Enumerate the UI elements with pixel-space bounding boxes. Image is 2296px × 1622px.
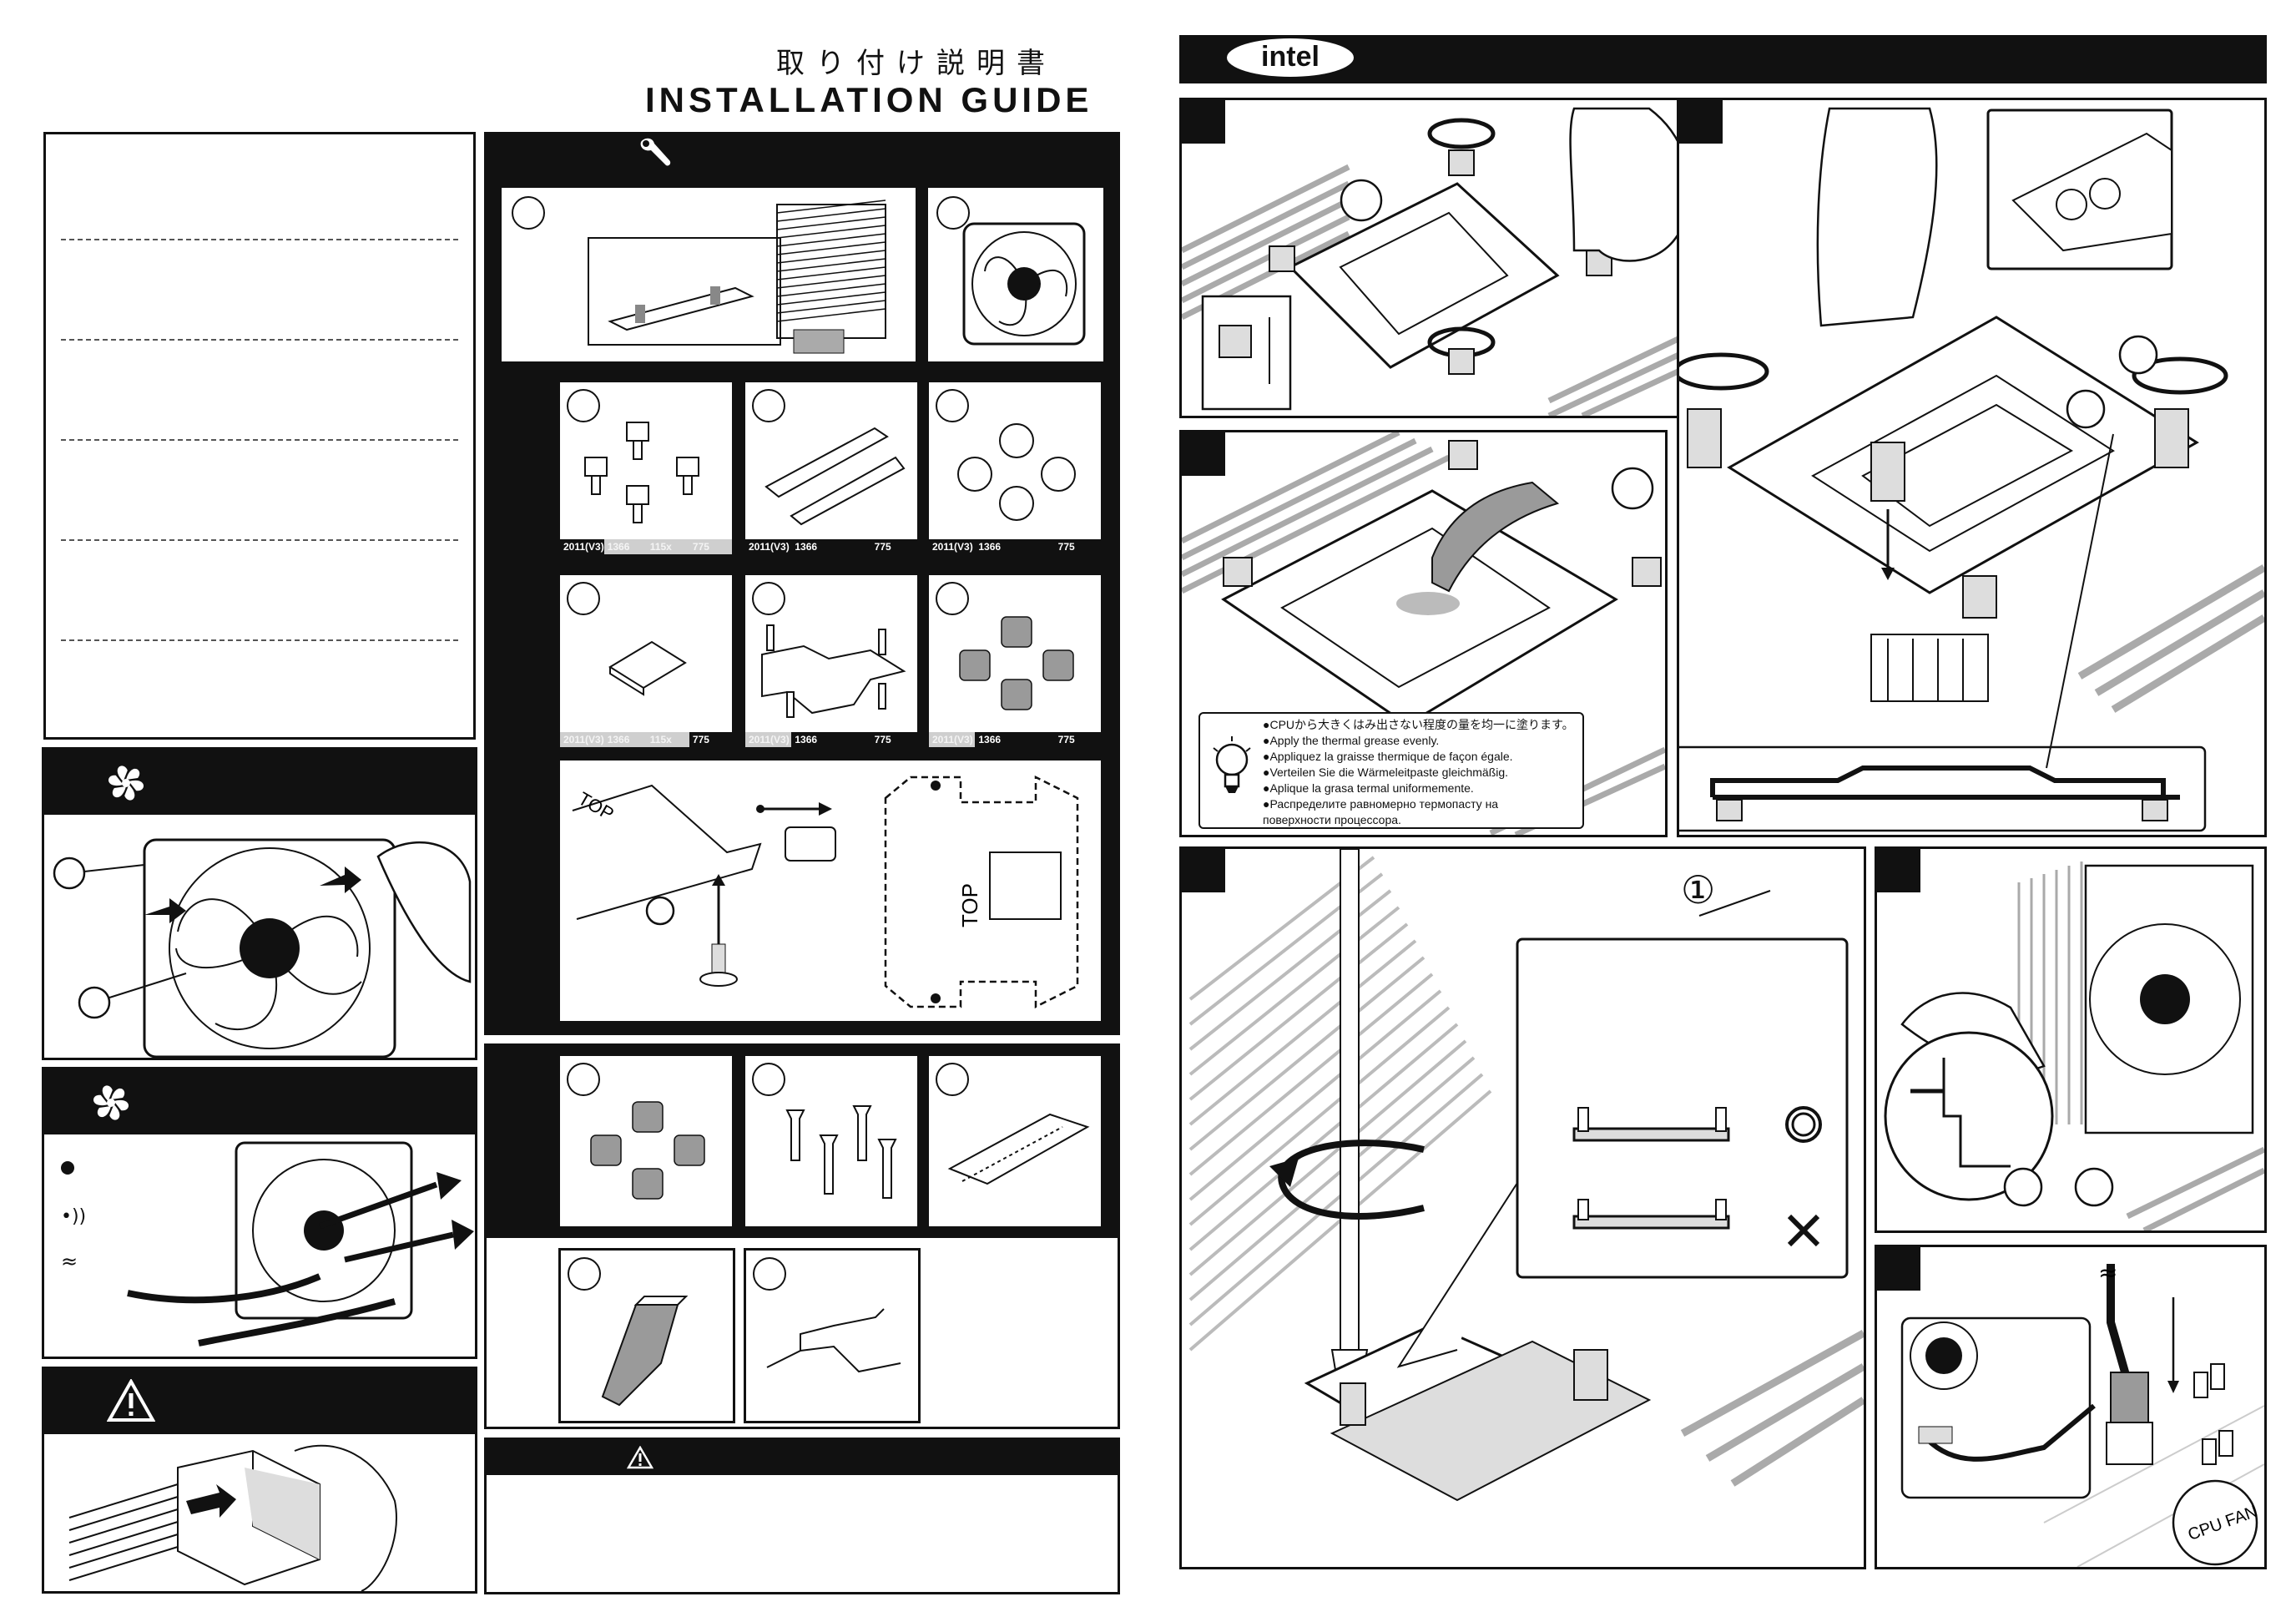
grease-note-line: ●Aplique la grasa termal uniformemente. xyxy=(1263,781,1474,795)
intel-step-1 xyxy=(1179,98,1743,418)
top-label: TOP xyxy=(575,788,618,825)
callout-number: ① xyxy=(1681,867,1716,912)
notes-box xyxy=(43,132,476,740)
part-thumb-screws: 2011(V3) 1366 115x 775 xyxy=(558,380,734,557)
part-thermal-pad: 2011(V3) 1366 115x 775 xyxy=(558,573,734,750)
intel-step-4: ① xyxy=(1179,846,1866,1569)
socket-label: 1366 xyxy=(791,732,838,747)
part-mounting-bars: 2011(V3) 1366 775 xyxy=(743,380,920,557)
part-spacers: 2011(V3) 1366 775 xyxy=(926,573,1103,750)
part-clip-bars xyxy=(926,1054,1103,1229)
socket-label: 1366 xyxy=(975,732,1022,747)
part-screws xyxy=(743,1054,920,1229)
part-nuts: 2011(V3) 1366 775 xyxy=(926,380,1103,557)
title-ja: 取り付け説明書 xyxy=(776,47,1057,80)
socket-label: 2011(V3) xyxy=(929,732,976,747)
socket-label: 1366 xyxy=(975,539,1022,554)
intel-step-6: CPU FAN ≈ xyxy=(1875,1245,2267,1569)
airflow-section: •)) ≈ xyxy=(42,1067,477,1359)
grease-note-line: ●Appliquez la graisse thermique de façon… xyxy=(1263,750,1513,763)
warning-icon xyxy=(107,1379,155,1422)
airflow-illustration: •)) ≈ xyxy=(61,1141,474,1347)
intel-step-3 xyxy=(1677,98,2267,837)
top-bracket-label: TOP xyxy=(957,883,982,927)
grease-note-line: ●Распределите равномерно термопасту на xyxy=(1263,797,1499,811)
socket-label: 1366 xyxy=(603,539,647,554)
grease-note: ●CPUから大きくはみ出さない程度の量を均一に塗ります。 ●Apply the … xyxy=(1198,712,1584,829)
part-fan-clips xyxy=(744,1248,921,1423)
caution-text-box xyxy=(484,1438,1120,1594)
socket-label: 115x xyxy=(646,539,689,554)
grease-note-line: ●Apply the thermal grease evenly. xyxy=(1263,734,1440,747)
intel-logo: intel xyxy=(1227,38,1354,77)
fan-icon xyxy=(108,766,144,801)
socket-label: 1366 xyxy=(603,732,647,747)
fan-mount-section xyxy=(42,747,477,1060)
caution-section xyxy=(42,1367,477,1594)
grease-note-line: поверхности процессора. xyxy=(1263,813,1401,826)
socket-label: 2011(V3) xyxy=(745,539,792,554)
socket-label: 775 xyxy=(870,539,917,554)
intel-header-bar xyxy=(1179,35,2267,83)
socket-label: 2011(V3) xyxy=(745,732,792,747)
part-spacers-2 xyxy=(558,1054,734,1229)
grease-note-line: ●CPUから大きくはみ出さない程度の量を均一に塗ります。 xyxy=(1263,718,1574,731)
part-backplate: 2011(V3) 1366 775 xyxy=(743,573,920,750)
socket-label: 775 xyxy=(870,732,917,747)
socket-label: 775 xyxy=(1054,539,1101,554)
svg-text:≈: ≈ xyxy=(2098,1259,2117,1286)
warning-icon xyxy=(627,1446,653,1469)
fan-clip-illustration xyxy=(53,838,472,1058)
socket-label: 775 xyxy=(689,539,732,554)
svg-text:≈: ≈ xyxy=(61,1250,78,1273)
lightbulb-icon xyxy=(1213,736,1251,793)
bracket-diagram: TOP TOP xyxy=(558,758,1103,1023)
intel-step-5 xyxy=(1875,846,2267,1233)
caution-illustration xyxy=(68,1444,397,1591)
socket-label: 2011(V3) xyxy=(560,539,604,554)
socket-label: 1366 xyxy=(791,539,838,554)
fan-panel xyxy=(926,185,1106,364)
wrench-icon xyxy=(640,138,671,166)
socket-label: 2011(V3) xyxy=(929,539,976,554)
heatsink-panel xyxy=(499,185,918,364)
intel-step-2: ●CPUから大きくはみ出さない程度の量を均一に塗ります。 ●Apply the … xyxy=(1179,430,1668,837)
part-grease xyxy=(558,1248,735,1423)
socket-label: 2011(V3) xyxy=(560,732,604,747)
svg-text:•)): •)) xyxy=(61,1206,86,1227)
title-en: INSTALLATION GUIDE xyxy=(645,80,1093,119)
accessory-row-2 xyxy=(484,1235,1120,1429)
socket-label: 775 xyxy=(689,732,732,747)
socket-label: 115x xyxy=(646,732,689,747)
grease-note-line: ●Verteilen Sie die Wärmeleitpaste gleich… xyxy=(1263,766,1509,779)
fan-icon xyxy=(93,1085,129,1120)
socket-label: 775 xyxy=(1054,732,1101,747)
